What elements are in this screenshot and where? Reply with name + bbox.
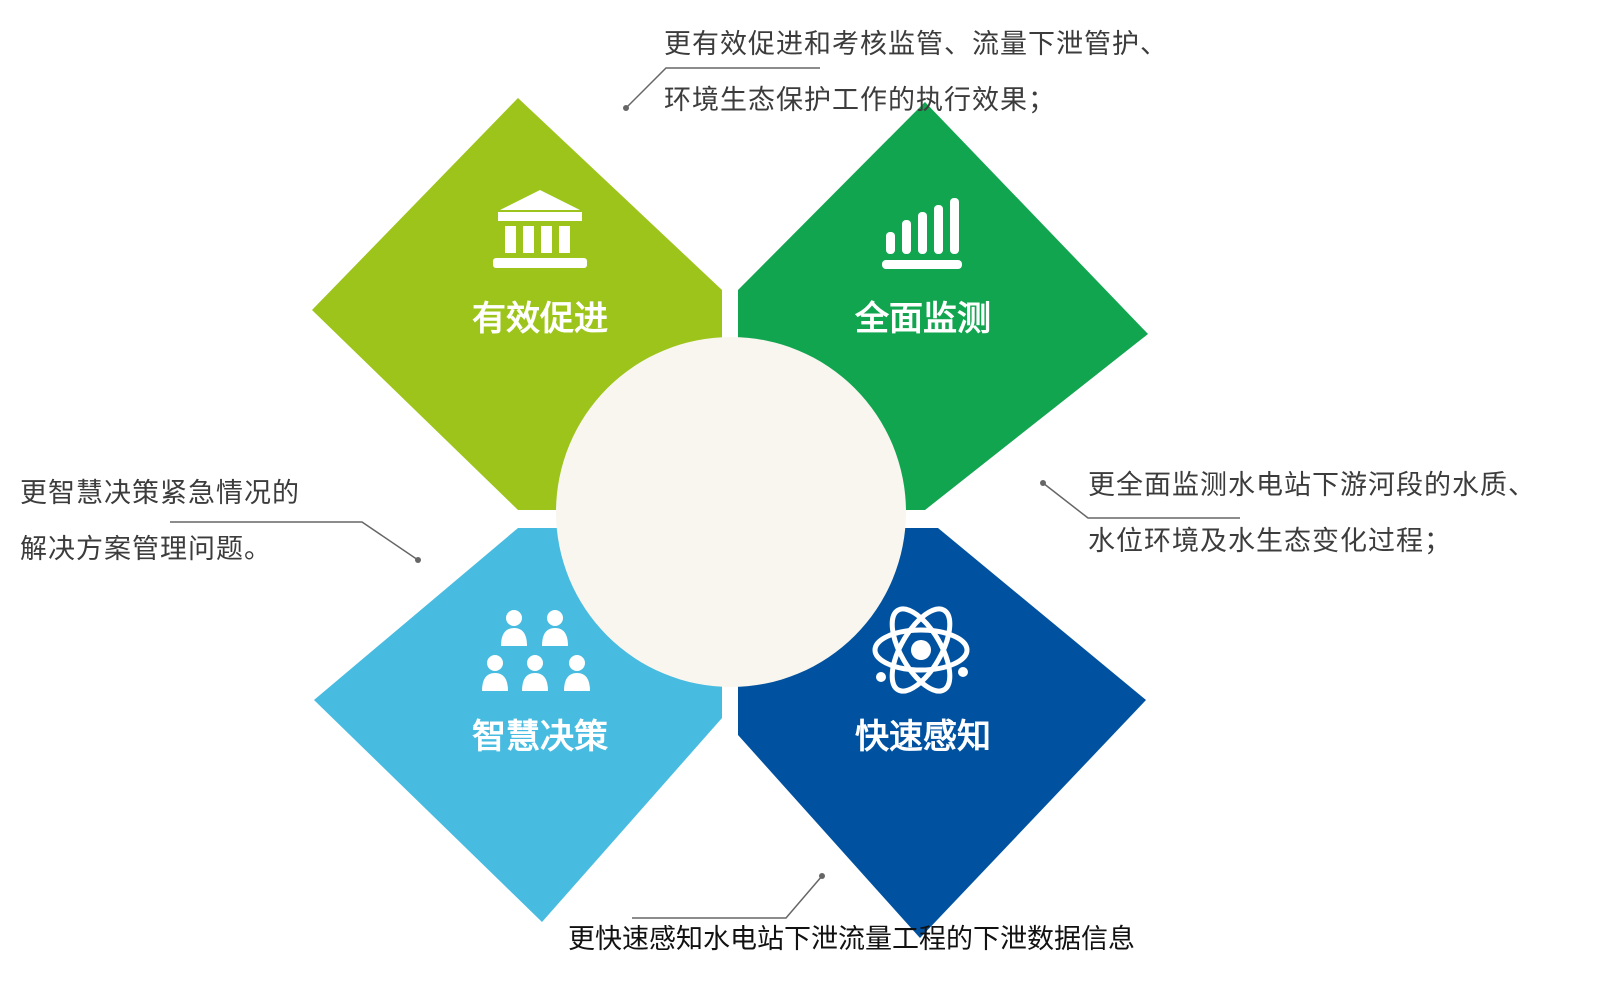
center-circle bbox=[556, 337, 906, 687]
note-right-line-2: 水位环境及水生态变化过程； bbox=[1088, 526, 1452, 557]
note-right-line-1: 更全面监测水电站下游河段的水质、 bbox=[1088, 470, 1536, 501]
leader-line-bottom bbox=[632, 875, 823, 919]
atom-icon bbox=[872, 606, 970, 694]
quadrant-label-smart-decision: 智慧决策 bbox=[472, 717, 608, 757]
quadrant-label-comprehensive-monitoring: 全面监测 bbox=[854, 299, 991, 339]
note-smart-decision: 更智慧决策紧急情况的 解决方案管理问题。 bbox=[20, 466, 300, 578]
people-group-icon bbox=[482, 610, 590, 691]
leader-dots bbox=[415, 105, 1046, 879]
note-rapid-perception: 更快速感知水电站下泄流量工程的下泄数据信息 bbox=[568, 924, 1135, 955]
leader-line-top bbox=[625, 67, 820, 109]
quadrant-label-rapid-perception: 快速感知 bbox=[855, 717, 991, 757]
leader-lines bbox=[170, 67, 1240, 919]
bank-icon bbox=[493, 190, 587, 268]
leader-line-right bbox=[1042, 482, 1240, 519]
note-left-line-1: 更智慧决策紧急情况的 bbox=[20, 478, 300, 509]
note-effective-promotion: 更有效促进和考核监管、流量下泄管护、 环境生态保护工作的执行效果； bbox=[664, 17, 1168, 129]
note-left-line-2: 解决方案管理问题。 bbox=[20, 534, 272, 565]
note-comprehensive-monitoring: 更全面监测水电站下游河段的水质、 水位环境及水生态变化过程； bbox=[1088, 458, 1536, 570]
note-top-line-2: 环境生态保护工作的执行效果； bbox=[664, 85, 1056, 116]
quadrant-label-effective-promotion: 有效促进 bbox=[472, 299, 608, 339]
leader-line-left bbox=[170, 521, 419, 561]
note-top-line-1: 更有效促进和考核监管、流量下泄管护、 bbox=[664, 29, 1168, 60]
bar-chart-icon bbox=[882, 198, 962, 269]
